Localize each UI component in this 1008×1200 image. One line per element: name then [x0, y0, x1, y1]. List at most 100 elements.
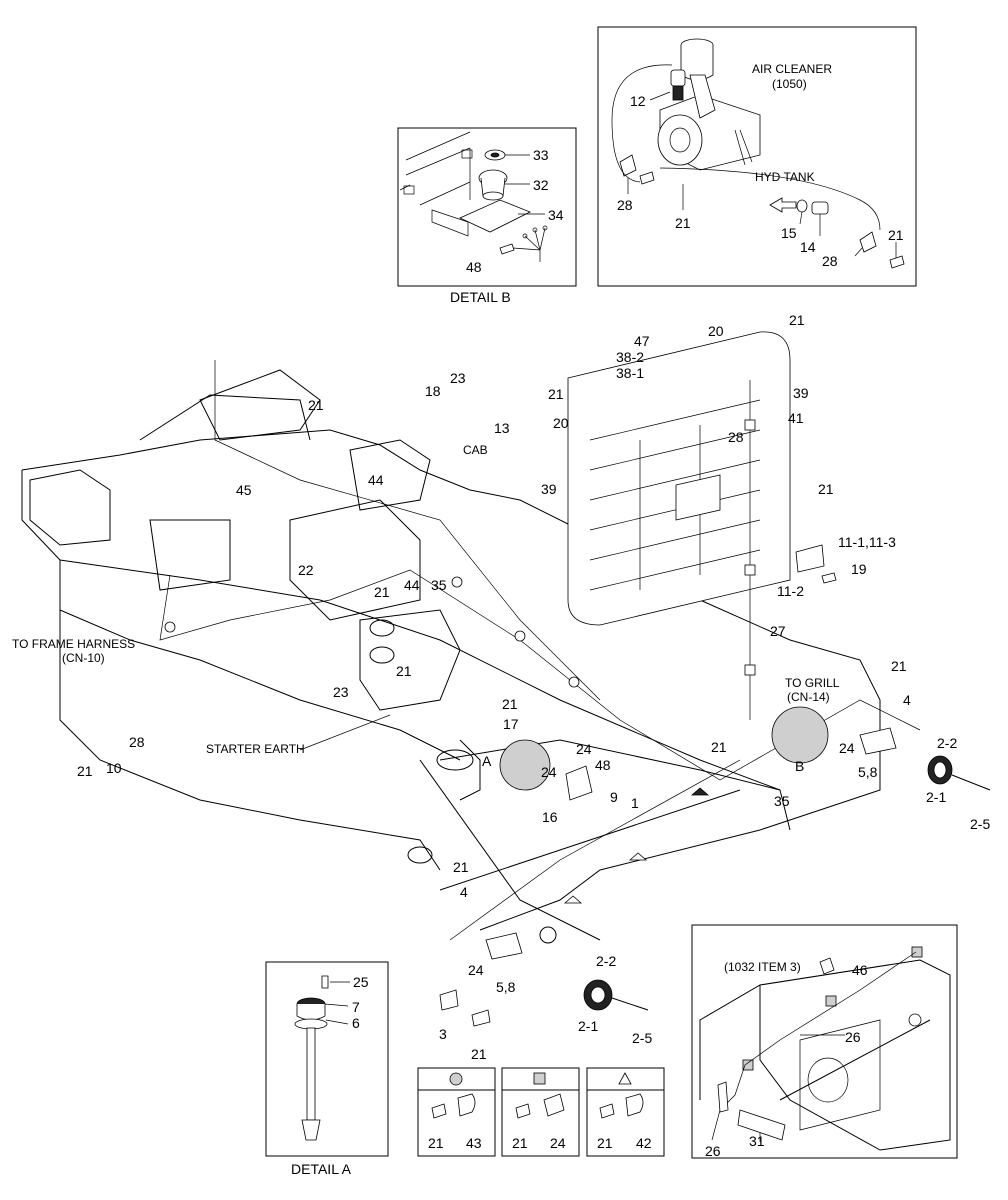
- air-cleaner-ref: (1050): [772, 77, 807, 91]
- label-39-a: 39: [793, 385, 809, 401]
- label-2-5-a: 2-5: [970, 816, 990, 832]
- label-21-d: 21: [77, 763, 93, 779]
- label-3: 3: [439, 1026, 447, 1042]
- legend-circle-bolt: 21: [428, 1135, 444, 1151]
- detail-a-label-25: 25: [353, 974, 369, 990]
- tank-label-46: 46: [852, 962, 868, 978]
- main-labels: TO FRAME HARNESS (CN-10) TO GRILL (CN-14…: [12, 312, 990, 1062]
- label-10: 10: [106, 760, 122, 776]
- air-label-28b: 28: [822, 253, 838, 269]
- clamp-legend: 21 43 21 24 21 42: [417, 1067, 665, 1157]
- label-21-b: 21: [374, 584, 390, 600]
- to-grill-label: TO GRILL: [785, 676, 840, 690]
- air-label-28a: 28: [617, 197, 633, 213]
- label-38-2: 38-2: [616, 349, 644, 365]
- label-21-e2: 21: [548, 386, 564, 402]
- detail-a-label-6: 6: [352, 1015, 360, 1031]
- label-11-2: 11-2: [777, 583, 804, 599]
- label-21-h: 21: [502, 696, 518, 712]
- label-28-b: 28: [728, 429, 744, 445]
- label-18: 18: [425, 383, 441, 399]
- legend-square: 21 24: [501, 1067, 580, 1157]
- air-cleaner-panel: AIR CLEANER (1050) HYD TANK 12 28 21 15 …: [597, 26, 917, 287]
- callout-a: A: [482, 753, 492, 769]
- detail-b-label-48: 48: [466, 259, 482, 275]
- label-27: 27: [770, 623, 786, 639]
- label-47: 47: [634, 333, 650, 349]
- label-22: 22: [298, 562, 314, 578]
- label-5-8-a: 5,8: [858, 764, 878, 780]
- label-21-j: 21: [453, 859, 469, 875]
- label-35-b: 35: [774, 793, 790, 809]
- label-2-1-b: 2-1: [578, 1018, 598, 1034]
- cab-label: CAB: [463, 443, 488, 457]
- label-38-1: 38-1: [616, 365, 644, 381]
- label-39-b: 39: [541, 481, 557, 497]
- cn14-label: (CN-14): [787, 690, 830, 704]
- tank-label-31: 31: [749, 1133, 765, 1149]
- air-label-12: 12: [630, 93, 646, 109]
- label-13: 13: [494, 420, 510, 436]
- tank-label-26b: 26: [705, 1143, 721, 1159]
- air-label-14: 14: [800, 239, 816, 255]
- label-1: 1: [631, 795, 639, 811]
- to-frame-harness-label: TO FRAME HARNESS: [12, 637, 135, 651]
- air-cleaner-title: AIR CLEANER: [752, 62, 832, 76]
- label-35-a: 35: [431, 577, 447, 593]
- label-20-a: 20: [708, 323, 724, 339]
- main-frame-assembly: [21, 331, 991, 1027]
- tank-item-ref: (1032 ITEM 3): [724, 960, 801, 974]
- label-24-b: 24: [541, 764, 557, 780]
- detail-a-panel: 25 7 6 DETAIL A: [265, 961, 389, 1177]
- label-21-c: 21: [396, 663, 412, 679]
- legend-triangle: 21 42: [586, 1067, 665, 1157]
- tank-label-26a: 26: [845, 1029, 861, 1045]
- detail-b-caption: DETAIL B: [450, 289, 511, 305]
- detail-b-label-32: 32: [533, 177, 549, 193]
- label-9: 9: [610, 789, 618, 805]
- label-4-a: 4: [903, 692, 911, 708]
- legend-triangle-bolt: 21: [597, 1135, 613, 1151]
- label-24-c: 24: [839, 740, 855, 756]
- legend-square-bolt: 21: [512, 1135, 528, 1151]
- detail-b-label-34: 34: [548, 207, 564, 223]
- label-21-a: 21: [308, 397, 324, 413]
- label-21-g: 21: [891, 658, 907, 674]
- air-label-21a: 21: [675, 215, 691, 231]
- label-28: 28: [129, 734, 145, 750]
- air-label-15: 15: [781, 225, 797, 241]
- label-41: 41: [788, 410, 804, 426]
- detail-b-panel: 33 32 34 48 DETAIL B: [397, 127, 577, 305]
- legend-square-clip: 24: [550, 1135, 566, 1151]
- label-2-1-a: 2-1: [926, 789, 946, 805]
- label-21-f: 21: [818, 481, 834, 497]
- label-16: 16: [542, 809, 558, 825]
- label-23-b: 23: [333, 684, 349, 700]
- label-17: 17: [503, 716, 519, 732]
- air-label-21b: 21: [888, 227, 904, 243]
- label-20-b: 20: [553, 415, 569, 431]
- detail-a-label-7: 7: [352, 999, 360, 1015]
- label-11-1-11-3: 11-1,11-3: [838, 534, 896, 550]
- label-45: 45: [236, 482, 252, 498]
- label-21-i: 21: [711, 739, 727, 755]
- label-5-8-b: 5,8: [496, 979, 516, 995]
- starter-earth-label: STARTER EARTH: [206, 742, 305, 756]
- detail-a-caption: DETAIL A: [291, 1161, 352, 1177]
- label-2-2-a: 2-2: [937, 735, 957, 751]
- label-24-a: 24: [576, 741, 592, 757]
- label-44-b: 44: [404, 577, 420, 593]
- label-2-5-b: 2-5: [632, 1030, 652, 1046]
- label-21-k: 21: [471, 1046, 487, 1062]
- label-2-2-b: 2-2: [596, 953, 616, 969]
- label-4-b: 4: [460, 884, 468, 900]
- hyd-tank-label: HYD TANK: [755, 170, 815, 184]
- label-24-d: 24: [468, 962, 484, 978]
- label-19: 19: [851, 561, 867, 577]
- label-23-a: 23: [450, 370, 466, 386]
- legend-triangle-clip: 42: [636, 1135, 652, 1151]
- cn10-label: (CN-10): [62, 651, 105, 665]
- label-21-e: 21: [789, 312, 805, 328]
- tank-detail-panel: (1032 ITEM 3) 46 26 26 31: [691, 924, 958, 1159]
- label-44-a: 44: [368, 472, 384, 488]
